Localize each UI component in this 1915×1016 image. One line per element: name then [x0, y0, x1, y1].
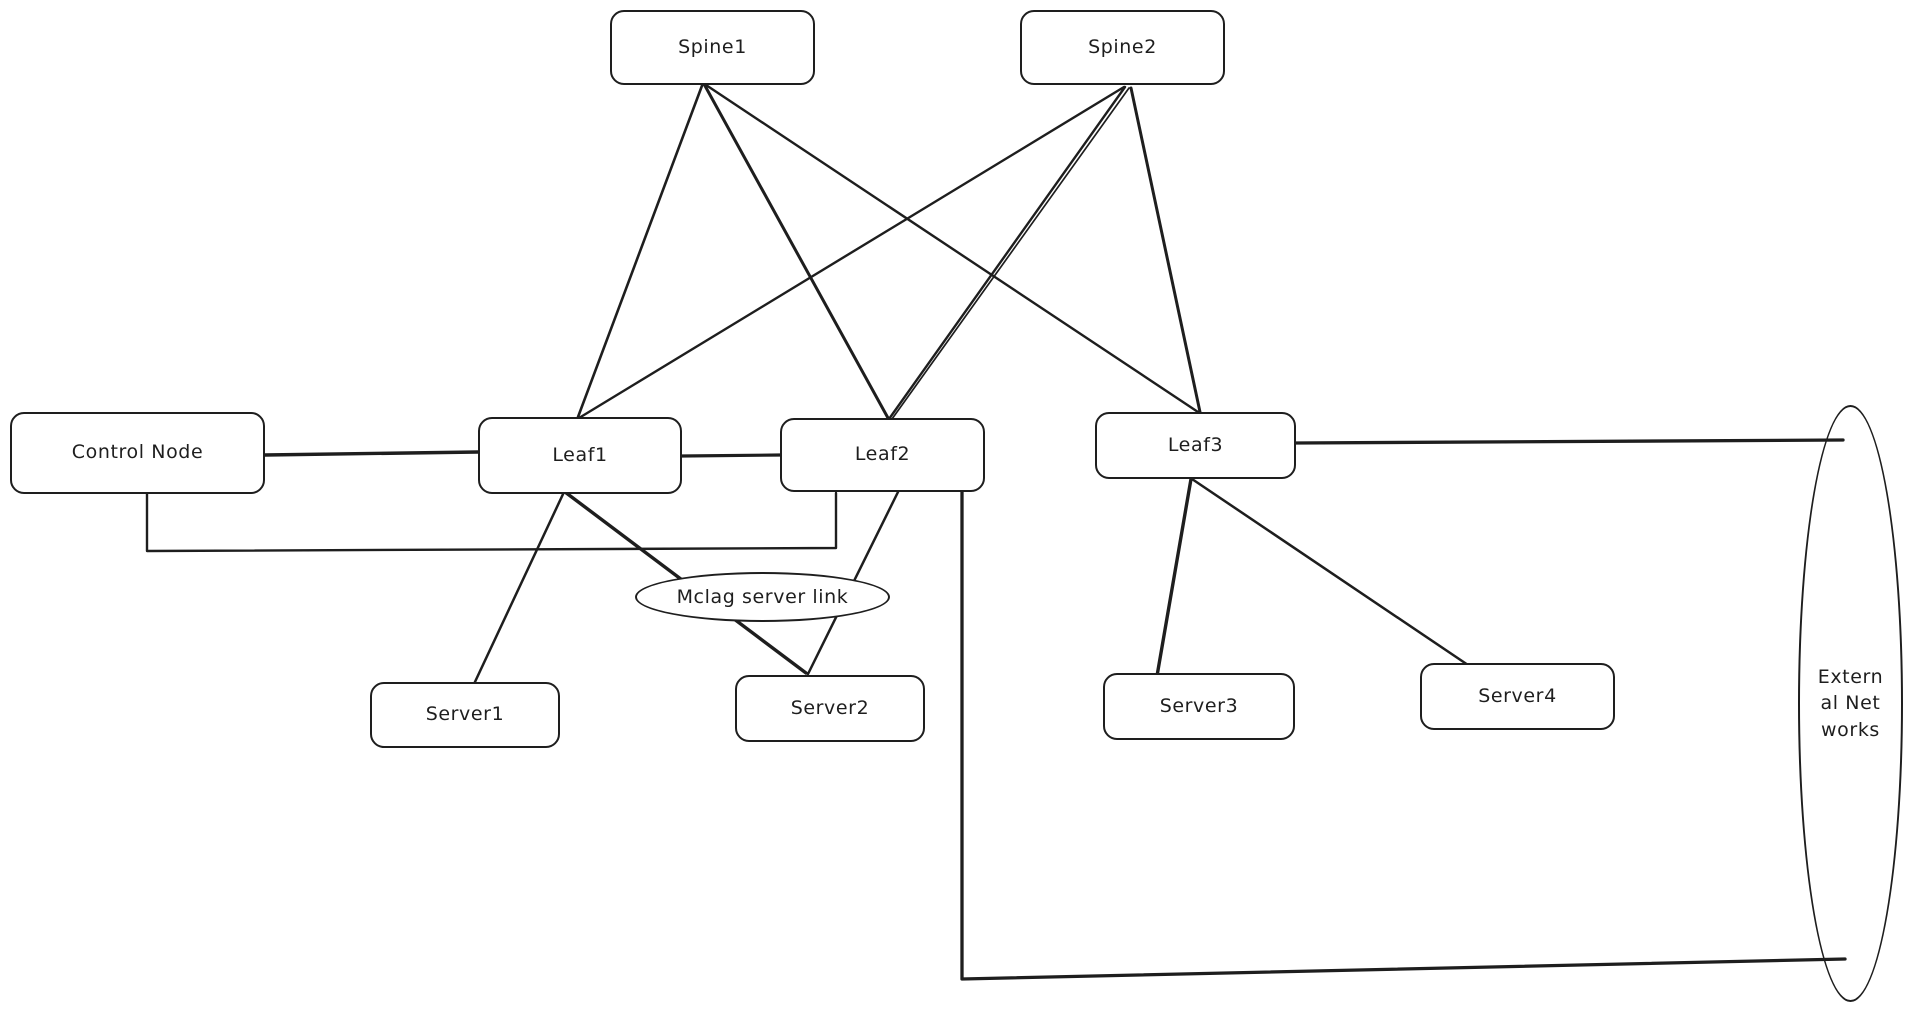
node-leaf2-label: Leaf2	[854, 443, 911, 466]
node-server2[interactable]: Server2	[735, 675, 925, 742]
node-spine1[interactable]: Spine1	[610, 10, 815, 85]
node-external-networks[interactable]: External Networks	[1798, 405, 1903, 1002]
node-server1-label: Server1	[425, 703, 505, 726]
node-leaf1[interactable]: Leaf1	[478, 417, 682, 494]
node-control-node[interactable]: Control Node	[10, 412, 265, 494]
edge-spine1-leaf1	[576, 81, 705, 419]
node-leaf3[interactable]: Leaf3	[1095, 412, 1296, 479]
node-spine2-label: Spine2	[1088, 35, 1157, 58]
edge-leaf2-external	[960, 490, 1847, 981]
node-control-node-label: Control Node	[71, 441, 204, 464]
edge-spine2-leaf1	[577, 85, 1126, 420]
node-server2-label: Server2	[790, 696, 870, 719]
node-server4-label: Server4	[1478, 684, 1557, 707]
node-external-networks-label: External Networks	[1817, 666, 1884, 741]
edge-leaf3-external	[1294, 438, 1845, 445]
edge-control-leaf2	[145, 491, 838, 553]
edge-spine2-leaf3	[1129, 86, 1202, 414]
node-leaf1-label: Leaf1	[552, 443, 608, 466]
node-server3-label: Server3	[1159, 694, 1239, 717]
edge-leaf3-server4	[1190, 477, 1470, 667]
node-mclag-server-link[interactable]: Mclag server link	[635, 572, 890, 622]
node-mclag-server-link-label: Mclag server link	[676, 586, 849, 608]
edge-leaf3-server3	[1155, 477, 1193, 678]
node-server1[interactable]: Server1	[370, 682, 560, 748]
edge-leaf1-server1	[472, 490, 566, 686]
edge-leaf1-leaf2	[680, 453, 782, 458]
node-leaf3-label: Leaf3	[1167, 433, 1224, 456]
edge-control-leaf1	[263, 450, 480, 457]
edge-spine1-leaf3	[704, 83, 1200, 414]
edge-spine2-leaf2	[887, 85, 1127, 421]
node-spine2[interactable]: Spine2	[1020, 10, 1225, 85]
edge-spine1-leaf2	[702, 82, 890, 420]
node-server4[interactable]: Server4	[1420, 663, 1615, 730]
edge-spine2-leaf2-b	[891, 87, 1130, 420]
node-leaf2[interactable]: Leaf2	[780, 418, 985, 492]
node-server3[interactable]: Server3	[1103, 673, 1295, 740]
node-spine1-label: Spine1	[678, 35, 747, 58]
